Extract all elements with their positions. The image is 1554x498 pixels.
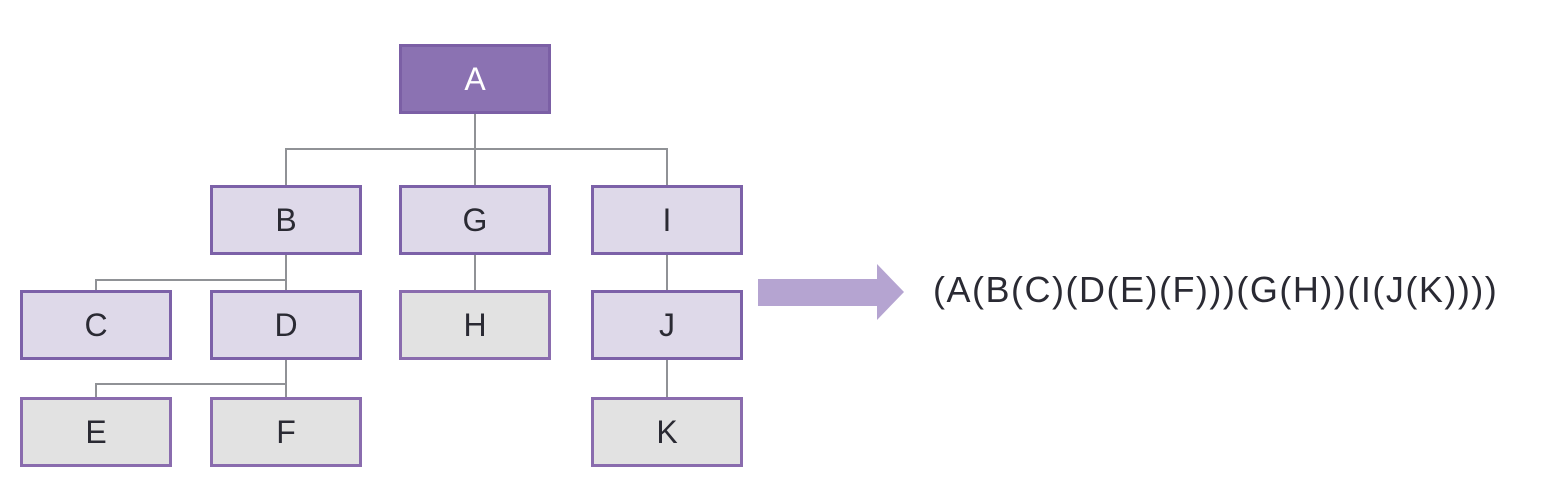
tree-node-h: H [399, 290, 551, 360]
node-label: K [656, 413, 678, 450]
arrow-shaft [758, 279, 877, 306]
connector-b-to-d [285, 255, 287, 290]
connector-g-to-h [474, 255, 476, 290]
node-label: H [463, 306, 487, 343]
connector-d-children-horizontal [95, 383, 287, 385]
node-label: J [659, 306, 675, 343]
tree-node-g: G [399, 185, 551, 255]
tree-node-c: C [20, 290, 172, 360]
node-label: D [274, 306, 298, 343]
node-label: B [275, 201, 297, 238]
connector-a-children-horizontal [285, 148, 668, 150]
tree-node-k: K [591, 397, 743, 467]
arrow-head [877, 264, 904, 320]
tree-node-i: I [591, 185, 743, 255]
connector-to-b [285, 148, 287, 185]
connector-b-children-horizontal [95, 279, 287, 281]
connector-to-c [95, 279, 97, 290]
node-label: G [462, 201, 488, 238]
tree-node-b: B [210, 185, 362, 255]
node-label: F [276, 413, 296, 450]
node-label: E [85, 413, 107, 450]
serialized-tree-text: (A(B(C)(D(E)(F)))(G(H))(I(J(K)))) [933, 269, 1499, 310]
tree-node-f: F [210, 397, 362, 467]
tree-node-a: A [399, 44, 551, 114]
connector-i-to-j [666, 255, 668, 290]
connector-d-to-f [285, 360, 287, 397]
node-label: I [662, 201, 672, 238]
connector-to-i [666, 148, 668, 185]
connector-to-e [95, 383, 97, 397]
tree-node-d: D [210, 290, 362, 360]
tree-node-e: E [20, 397, 172, 467]
tree-node-j: J [591, 290, 743, 360]
connector-j-to-k [666, 360, 668, 397]
node-label: C [84, 306, 108, 343]
node-label: A [464, 60, 486, 97]
